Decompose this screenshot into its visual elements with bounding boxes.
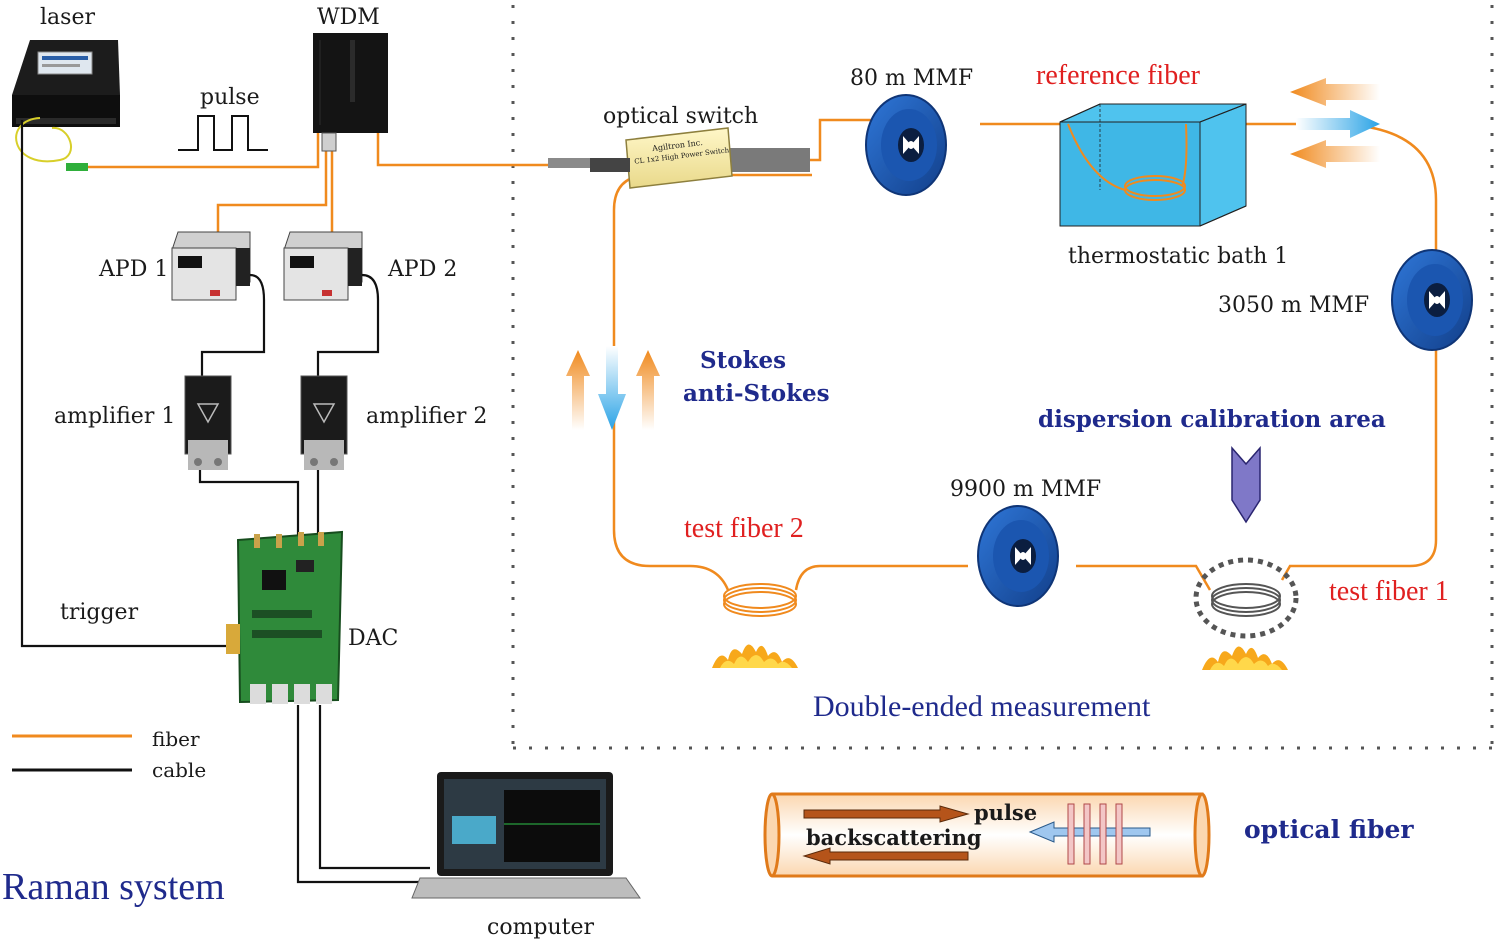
fiber-spool-icon <box>977 505 1059 607</box>
thermostatic-bath-icon <box>1059 103 1247 227</box>
flame-icon <box>712 644 798 668</box>
cable-apd1-to-amp1 <box>200 273 266 380</box>
label-raman-system: Raman system <box>2 866 225 908</box>
wdm-icon <box>313 33 388 133</box>
label-amplifier1: amplifier 1 <box>54 404 176 429</box>
fiber-3050m-to-test1 <box>1280 350 1438 581</box>
scattering-bars <box>1067 803 1123 865</box>
fiber-coil-icon <box>723 583 797 617</box>
legend-label-fiber: fiber <box>152 727 200 751</box>
label-thermostatic-bath: thermostatic bath 1 <box>1068 244 1289 269</box>
fiber-spool-icon <box>865 94 947 196</box>
cable-apd2-to-amp2 <box>316 273 380 380</box>
laser-icon <box>12 40 120 127</box>
cable-dac-to-computer <box>296 705 430 884</box>
fiber-coil-icon <box>1193 557 1299 639</box>
label-3050m-mmf: 3050 m MMF <box>1218 293 1370 318</box>
label-double-ended-measurement: Double-ended measurement <box>813 690 1151 723</box>
dac-board-icon <box>226 530 344 704</box>
fiber-wdm-to-switch <box>376 133 592 167</box>
legend-label-cable: cable <box>152 758 207 782</box>
cable-amp1-to-dac <box>198 470 300 538</box>
label-apd1: APD 1 <box>99 257 169 282</box>
label-stokes: Stokes <box>700 347 787 374</box>
fiber-test2-to-switch <box>612 173 812 591</box>
label-dispersion-calibration-area: dispersion calibration area <box>1038 406 1386 433</box>
label-inset-pulse: pulse <box>974 800 1038 825</box>
pulse-waveform-icon <box>178 115 268 151</box>
label-9900m-mmf: 9900 m MMF <box>950 477 1102 502</box>
label-computer: computer <box>487 915 595 940</box>
optical-fiber-inset <box>763 792 1211 878</box>
label-dac: DAC <box>348 626 399 651</box>
cable-dac-to-computer <box>318 705 430 870</box>
label-80m-mmf: 80 m MMF <box>850 66 974 91</box>
label-anti-stokes: anti-Stokes <box>683 380 830 407</box>
label-reference-fiber: reference fiber <box>1036 60 1200 91</box>
label-laser: laser <box>40 5 95 30</box>
apd-icon <box>171 231 251 301</box>
cable-trigger <box>20 120 226 648</box>
label-wdm: WDM <box>317 5 380 30</box>
arrow-icon <box>1231 446 1261 524</box>
fiber-9900m-to-test2 <box>794 564 968 591</box>
computer-icon <box>411 772 641 899</box>
label-trigger: trigger <box>60 600 139 625</box>
fiber-connector-icon <box>66 163 88 171</box>
fiber-switch-to-80m <box>810 118 876 162</box>
optical-switch-icon <box>548 127 810 189</box>
fiber-wdm-to-apd1 <box>216 133 328 240</box>
apd-icon <box>283 231 363 301</box>
label-test-fiber-2: test fiber 2 <box>684 513 804 544</box>
label-optical-switch: optical switch <box>603 104 759 129</box>
label-pulse: pulse <box>200 85 260 110</box>
label-optical-fiber: optical fiber <box>1244 815 1414 844</box>
flame-icon <box>1202 646 1288 670</box>
label-inset-backscattering: backscattering <box>806 825 982 850</box>
fiber-spool-icon <box>1391 249 1473 351</box>
arrow-icon <box>1290 78 1380 168</box>
label-amplifier2: amplifier 2 <box>366 404 488 429</box>
amplifier-icon <box>184 375 232 470</box>
fiber-test1-to-9900m <box>1076 564 1212 591</box>
label-apd2: APD 2 <box>388 257 458 282</box>
fiber-laser-to-wdm <box>88 133 320 169</box>
arrow-icon <box>566 346 660 430</box>
label-test-fiber-1: test fiber 1 <box>1329 576 1449 607</box>
amplifier-icon <box>300 375 348 470</box>
